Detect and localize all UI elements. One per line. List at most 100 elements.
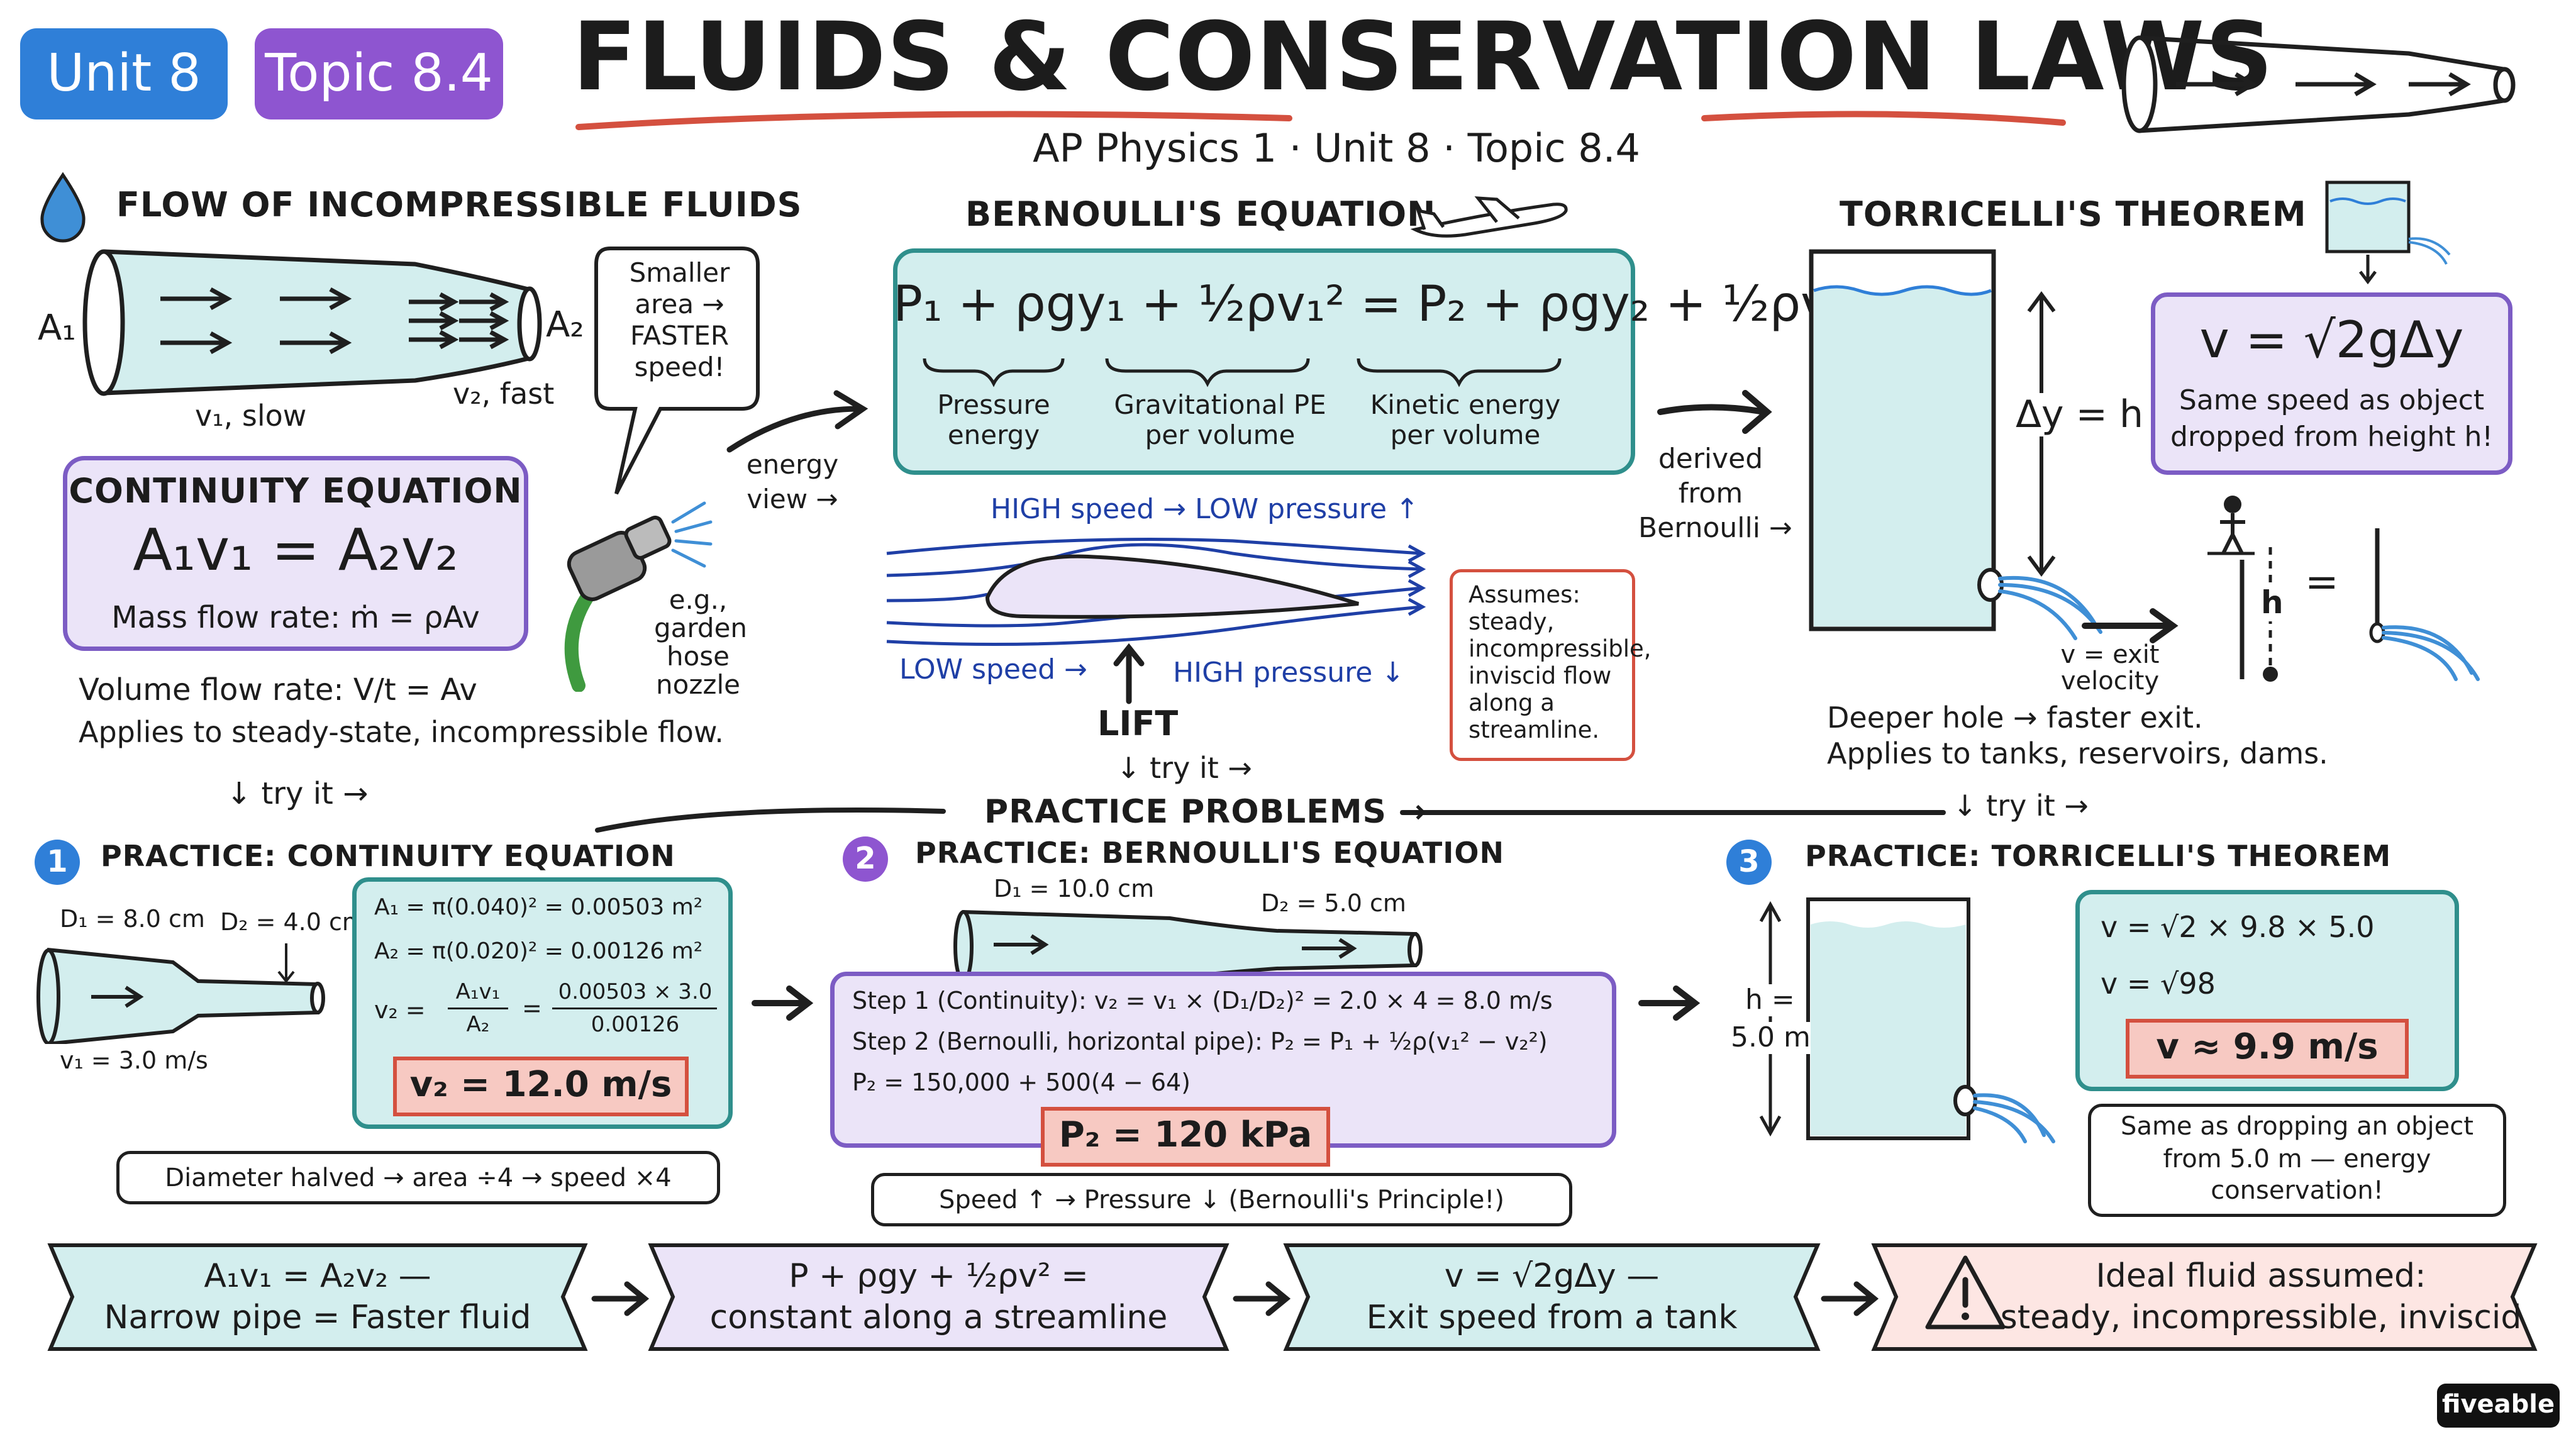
low-speed-label: LOW speed → [899, 653, 1087, 686]
p1-frac1-bot: A₂ [466, 1012, 490, 1037]
summary-banner-ideal-fluid: Ideal fluid assumed: steady, incompressi… [1871, 1242, 2538, 1352]
practice-1-number-badge [35, 840, 80, 885]
summary-banner-continuity: A₁v₁ = A₂v₂ — Narrow pipe = Faster fluid [47, 1242, 588, 1352]
bubble-line-2: area → [635, 289, 724, 319]
assumes-line-3: incompressible, [1468, 635, 1652, 662]
derived-line-1: derived [1658, 443, 1763, 475]
p1-v2-lhs: v₂ = [374, 996, 426, 1024]
p2-note-pill: Speed ↑ → Pressure ↓ (Bernoulli's Princi… [871, 1173, 1572, 1226]
delta-y-label: Δy = h [2016, 392, 2143, 436]
bubble-line-1: Smaller [629, 257, 730, 288]
torricelli-note-1: Same speed as object [2179, 384, 2485, 416]
banner-1-line-2: Narrow pipe = Faster fluid [104, 1299, 531, 1336]
torricelli-equation: v = √2gΔy [2199, 311, 2464, 369]
speech-bubble [594, 247, 760, 495]
small-tank-icon [2325, 180, 2451, 285]
practice-problems-header: PRACTICE PROBLEMS → [984, 793, 1427, 831]
practice-1-title: PRACTICE: CONTINUITY EQUATION [101, 839, 675, 873]
airfoil-streamlines [886, 538, 1426, 646]
energy-view-1: energy [746, 449, 839, 480]
p1-d1-label: D₁ = 8.0 cm [60, 905, 205, 933]
term-gravitational-pe: Gravitational PE per volume [1114, 389, 1326, 451]
p2-d1-label: D₁ = 10.0 cm [994, 875, 1155, 902]
p2-d2-label: D₂ = 5.0 cm [1261, 889, 1406, 917]
assumes-box [1450, 569, 1635, 761]
bernoulli-try-it: ↓ try it → [1116, 751, 1252, 785]
area-a2-label: A₂ [546, 304, 584, 345]
assumes-line-5: along a [1468, 689, 1555, 716]
p3-answer-box [2126, 1019, 2409, 1079]
p1-to-p2-arrow [752, 985, 814, 1021]
high-pressure-label: HIGH pressure ↓ [1173, 657, 1405, 689]
title-underline [575, 111, 2066, 130]
p1-pipe-diagram [36, 943, 325, 1044]
p3-h-value: 5.0 m [1731, 1021, 1811, 1054]
p2-step-2: Step 2 (Bernoulli, horizontal pipe): P₂ … [852, 1028, 1548, 1055]
unit-badge-label: Unit 8 [47, 43, 201, 103]
torricelli-try-it: ↓ try it → [1953, 789, 2089, 823]
continuity-title: CONTINUITY EQUATION [69, 471, 523, 511]
hose-note-3: hose [666, 641, 730, 672]
assumes-line-4: inviscid flow [1468, 662, 1612, 689]
practice-2-number-badge [843, 836, 888, 882]
v2-fast-label: v₂, fast [453, 377, 555, 411]
exit-velocity-2: velocity [2060, 667, 2160, 696]
unit-badge [20, 28, 228, 119]
p2-pipe-diagram [953, 910, 1423, 981]
p3-answer: v ≈ 9.9 m/s [2156, 1026, 2379, 1067]
hose-note-1: e.g., [669, 584, 728, 615]
summary-banner-torricelli: v = √2gΔy — Exit speed from a tank [1283, 1242, 1821, 1352]
equals-sign: = [2305, 559, 2339, 606]
airplane-icon [1410, 196, 1568, 238]
p1-frac1-top: A₁v₁ [455, 979, 501, 1004]
assumes-line-2: steady, [1468, 608, 1555, 635]
p2-to-p3-arrow [1638, 985, 1701, 1021]
banner-2-line-1: P + ρgy + ½ρv² = [789, 1257, 1089, 1295]
continuity-equation: A₁v₁ = A₂v₂ [133, 516, 458, 584]
bernoulli-heading: BERNOULLI'S EQUATION [965, 194, 1436, 234]
flow-pipe-diagram [82, 249, 542, 396]
assumes-line-1: Assumes: [1468, 581, 1580, 608]
continuity-applies: Applies to steady-state, incompressible … [79, 715, 724, 749]
brand-name: fiveable [2441, 1390, 2555, 1419]
water-drop-icon [40, 172, 86, 243]
torricelli-heading: TORRICELLI'S THEOREM [1840, 194, 2307, 234]
p1-line-2: A₂ = π(0.020)² = 0.00126 m² [374, 938, 703, 964]
p1-answer-box [393, 1057, 689, 1116]
torricelli-note-2: dropped from height h! [2170, 421, 2493, 453]
exit-velocity-1: v = exit [2060, 640, 2160, 669]
topic-badge [255, 28, 503, 119]
practice-2-number: 2 [855, 841, 876, 876]
lift-up-arrow [1113, 643, 1145, 704]
p3-h-label: h = [1745, 984, 1795, 1016]
bernoulli-equation: P₁ + ρgy₁ + ½ρv₁² = P₂ + ρgy₂ + ½ρv₂² [893, 276, 1869, 333]
warning-icon [1925, 1255, 2006, 1330]
p3-note-2: from 5.0 m — energy [2163, 1145, 2431, 1174]
summary-banner-bernoulli: P + ρgy + ½ρv² = constant along a stream… [648, 1242, 1230, 1352]
banner-3-line-2: Exit speed from a tank [1366, 1299, 1738, 1336]
energy-view-arrow [726, 390, 869, 453]
assumes-line-6: streamline. [1468, 716, 1600, 743]
height-h-label: h [2261, 584, 2284, 621]
bernoulli-equation-box [893, 248, 1635, 475]
p3-note-1: Same as dropping an object [2121, 1112, 2473, 1141]
practice-divider [595, 808, 1946, 833]
banner-4-line-1: Ideal fluid assumed: [2096, 1257, 2426, 1295]
bubble-line-3: FASTER [630, 320, 730, 351]
torricelli-equation-box [2151, 292, 2512, 475]
p1-answer: v₂ = 12.0 m/s [409, 1064, 672, 1105]
p1-frac2-top: 0.00503 × 3.0 [558, 979, 713, 1004]
p2-step-1: Step 1 (Continuity): v₂ = v₁ × (D₁/D₂)² … [852, 987, 1553, 1014]
high-speed-low-pressure: HIGH speed → LOW pressure ↑ [991, 493, 1419, 525]
derived-line-2: from [1678, 477, 1743, 509]
p1-v2-eq: = [522, 994, 542, 1022]
p1-frac2-bar [552, 1008, 717, 1009]
hose-note-2: garden [654, 613, 748, 643]
banner-1-line-1: A₁v₁ = A₂v₂ — [204, 1257, 431, 1295]
garden-hose-nozzle-icon [564, 501, 713, 692]
torricelli-tank-diagram [1809, 249, 2102, 640]
banner-arrow-1 [591, 1281, 650, 1316]
p3-tank-diagram [1759, 897, 2055, 1143]
p3-note-3: conservation! [2211, 1176, 2384, 1205]
